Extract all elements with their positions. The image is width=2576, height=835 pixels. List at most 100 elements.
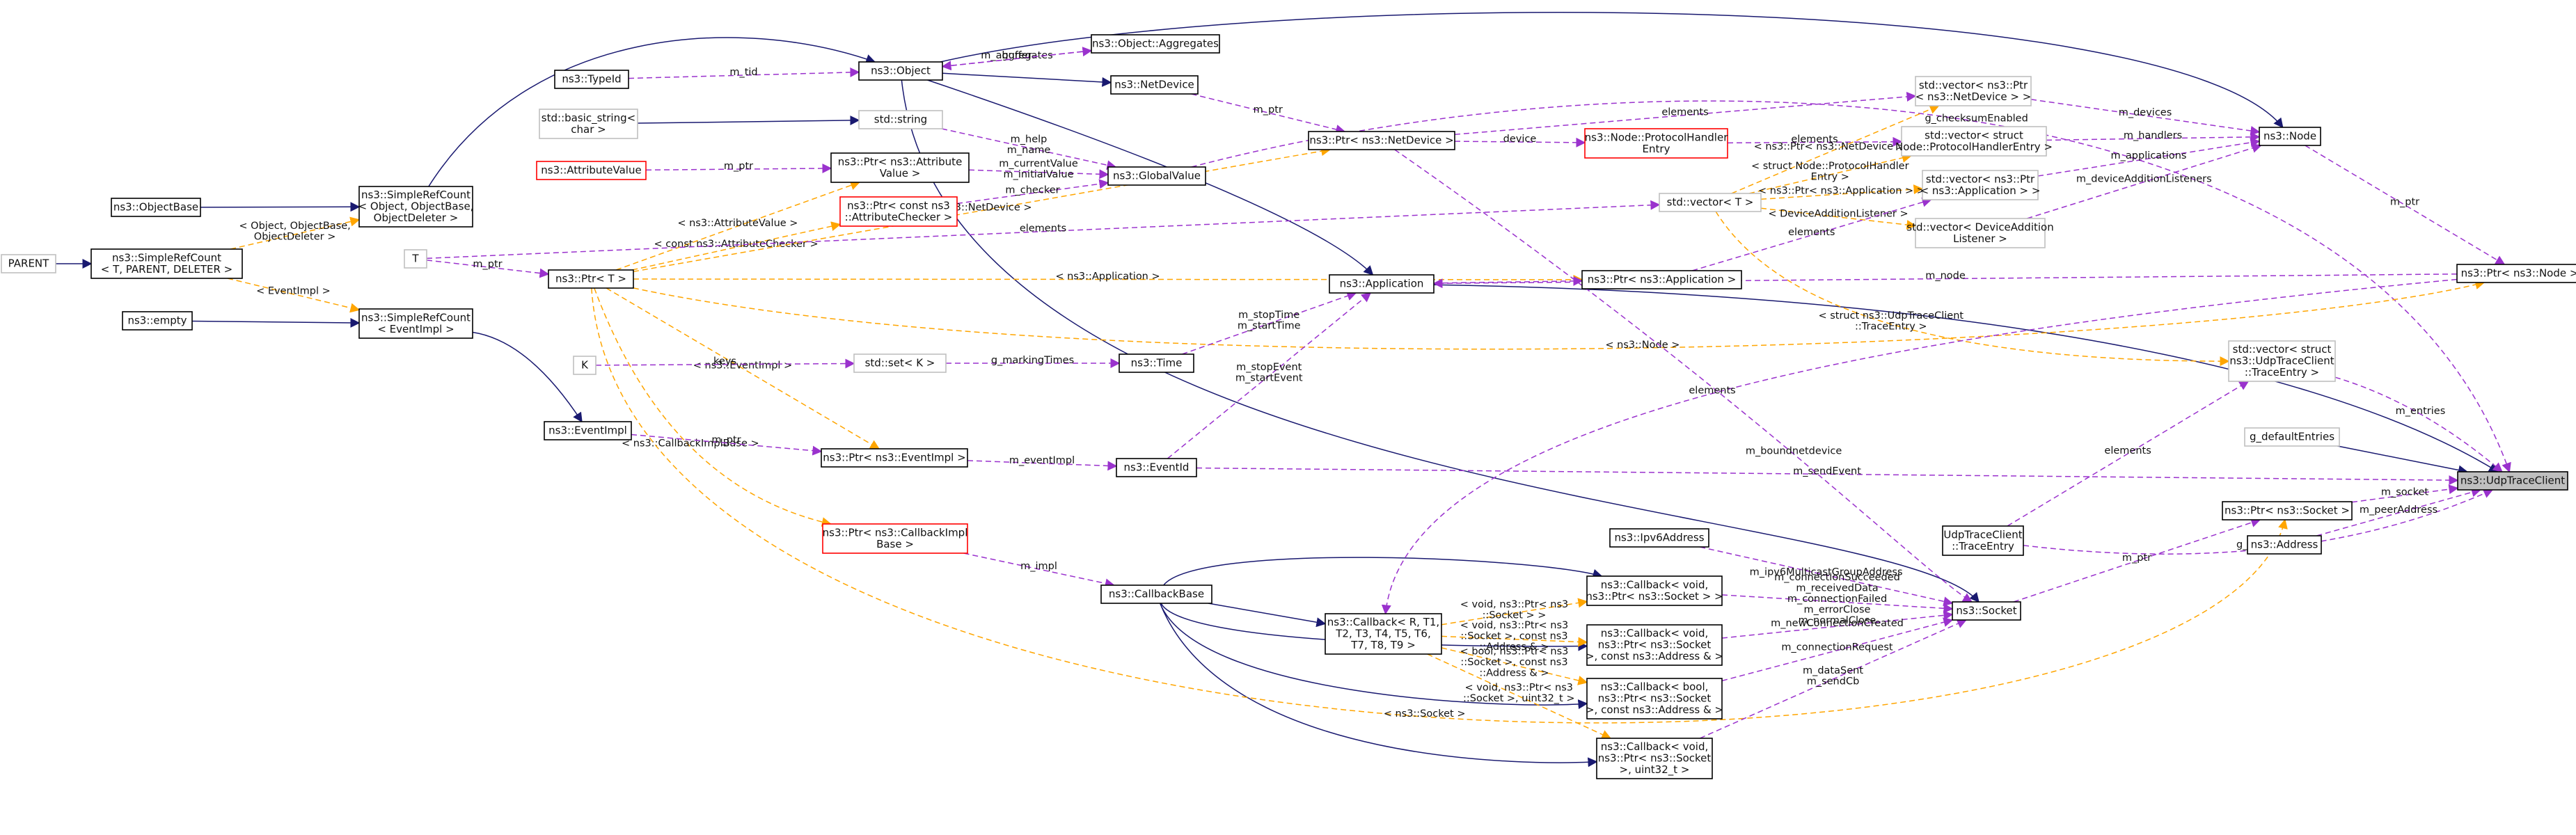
edge-label-line: ObjectDeleter > bbox=[254, 231, 336, 242]
class-node-aggr[interactable]: ns3::Object::Aggregates bbox=[1091, 34, 1220, 54]
node-label-line: PARENT bbox=[8, 257, 49, 270]
class-node-app[interactable]: ns3::Application bbox=[1329, 274, 1435, 294]
class-node-vecT[interactable]: std::vector< T > bbox=[1659, 193, 1762, 212]
edge-label-line: ::Socket >, uint32_t > bbox=[1463, 693, 1575, 704]
edge-label: < ns3::Socket > bbox=[1384, 708, 1466, 719]
class-node-parent[interactable]: PARENT bbox=[1, 254, 56, 273]
class-node-ptrAttrVal[interactable]: ns3::Ptr< ns3::AttributeValue > bbox=[830, 152, 970, 183]
class-node-bstr[interactable]: std::basic_string<char > bbox=[539, 109, 638, 139]
class-node-attrval[interactable]: ns3::AttributeValue bbox=[536, 161, 647, 180]
edge-label: m_sendEvent bbox=[1793, 466, 1861, 477]
edge-label-line: device bbox=[1503, 134, 1537, 145]
node-label-line: Node::ProtocolHandlerEntry > bbox=[1895, 141, 2053, 153]
class-node-cbVoidSockU32[interactable]: ns3::Callback< void,ns3::Ptr< ns3::Socke… bbox=[1596, 738, 1713, 779]
node-box bbox=[1329, 274, 1435, 294]
class-node-vecDevAdd[interactable]: std::vector< DeviceAdditionListener > bbox=[1906, 218, 2054, 248]
node-label-line: std::vector< struct bbox=[2233, 343, 2332, 356]
edge-label-line: < struct Node::ProtocolHandler bbox=[1751, 161, 1909, 172]
class-node-ptrCbImpl[interactable]: ns3::Ptr< ns3::CallbackImplBase > bbox=[822, 523, 968, 554]
edge-usage bbox=[1721, 617, 1954, 682]
class-node-node[interactable]: ns3::Node bbox=[2259, 127, 2321, 146]
edge-template bbox=[594, 287, 832, 527]
node-box bbox=[1901, 126, 2047, 157]
class-node-K[interactable]: K bbox=[573, 356, 596, 375]
edge-label-line: m_startTime bbox=[1238, 321, 1301, 332]
edge-label: m_ptr bbox=[2122, 552, 2151, 564]
class-node-ptrEvImpl[interactable]: ns3::Ptr< ns3::EventImpl > bbox=[821, 448, 968, 468]
node-label-line: std::set< K > bbox=[865, 357, 935, 369]
class-node-srcEv[interactable]: ns3::SimpleRefCount< EventImpl > bbox=[358, 308, 473, 339]
class-node-srcObj[interactable]: ns3::SimpleRefCount< Object, ObjectBase,… bbox=[358, 186, 474, 228]
class-node-ipv6[interactable]: ns3::Ipv6Address bbox=[1609, 528, 1709, 548]
class-node-cbTemplate[interactable]: ns3::Callback< R, T1,T2, T3, T4, T5, T6,… bbox=[1325, 613, 1442, 655]
class-node-ptrNode[interactable]: ns3::Ptr< ns3::Node > bbox=[2456, 264, 2576, 283]
edge-label-line: m_stopTime bbox=[1238, 310, 1299, 321]
class-node-vecProto[interactable]: std::vector< structNode::ProtocolHandler… bbox=[1895, 126, 2053, 157]
edge-label: m_peerAddress bbox=[2360, 504, 2437, 516]
class-node-cbBoolSockAddr[interactable]: ns3::Callback< bool,ns3::Ptr< ns3::Socke… bbox=[1586, 678, 1723, 719]
class-node-cbVoidSockAddr[interactable]: ns3::Callback< void,ns3::Ptr< ns3::Socke… bbox=[1586, 624, 1723, 666]
edge-label-line: < EventImpl > bbox=[256, 286, 331, 297]
class-node-cbbase[interactable]: ns3::CallbackBase bbox=[1100, 584, 1212, 604]
node-box bbox=[2244, 427, 2340, 447]
node-label-line: T2, T3, T4, T5, T6, bbox=[1335, 628, 1430, 640]
edge-label-line: < const ns3::AttributeChecker > bbox=[654, 239, 819, 250]
node-label-line: ns3::SimpleRefCount bbox=[112, 251, 221, 264]
node-label-line: ns3::GlobalValue bbox=[1113, 170, 1201, 182]
class-node-objbase[interactable]: ns3::ObjectBase bbox=[111, 198, 201, 217]
class-node-evimpl[interactable]: ns3::EventImpl bbox=[544, 421, 632, 440]
edge-inheritance bbox=[942, 72, 1112, 87]
edge-label-line: m_receivedData bbox=[1796, 582, 1878, 594]
edge-label-line: m_sendCb bbox=[1807, 676, 1860, 687]
node-box bbox=[822, 523, 968, 554]
class-node-time[interactable]: ns3::Time bbox=[1119, 353, 1194, 373]
node-label-line: ns3::Ptr< ns3::Node > bbox=[2461, 267, 2576, 280]
edge-label-line: m_aggregates bbox=[981, 50, 1052, 61]
class-node-traceEntry[interactable]: UdpTraceClient::TraceEntry bbox=[1942, 525, 2024, 556]
edge-label-line: m_ptr bbox=[2122, 552, 2151, 564]
class-node-vecPtrNetDev[interactable]: std::vector< ns3::Ptr< ns3::NetDevice > … bbox=[1915, 76, 2032, 106]
class-node-eventid[interactable]: ns3::EventId bbox=[1116, 458, 1197, 477]
edge-usage bbox=[426, 200, 1661, 260]
node-label-line: < T, PARENT, DELETER > bbox=[101, 263, 232, 276]
class-node-udp[interactable]: ns3::UdpTraceClient bbox=[2457, 471, 2568, 491]
class-node-defEntries[interactable]: g_defaultEntries bbox=[2244, 427, 2340, 447]
class-node-protoHandler[interactable]: ns3::Node::ProtocolHandlerEntry bbox=[1584, 128, 1729, 159]
edge-usage bbox=[941, 128, 1117, 170]
edge-template bbox=[230, 216, 361, 250]
edge-label: < ns3::EventImpl > bbox=[693, 360, 792, 371]
edge-label: elements bbox=[1788, 227, 1835, 238]
edge-label-line: < ns3::EventImpl > bbox=[693, 360, 792, 371]
class-node-address[interactable]: ns3::Address bbox=[2247, 535, 2322, 555]
class-node-empty[interactable]: ns3::empty bbox=[122, 311, 193, 331]
edge-label: buffer bbox=[1002, 50, 1032, 61]
class-node-vecTrace[interactable]: std::vector< structns3::UdpTraceClient::… bbox=[2228, 340, 2336, 382]
edge-label-line: m_socket bbox=[2381, 486, 2429, 498]
edge-label-line: ::Socket > > bbox=[1483, 610, 1547, 621]
class-node-socket[interactable]: ns3::Socket bbox=[1952, 601, 2021, 621]
class-node-srcBase[interactable]: ns3::SimpleRefCount< T, PARENT, DELETER … bbox=[90, 248, 243, 279]
class-node-ptrApp[interactable]: ns3::Ptr< ns3::Application > bbox=[1581, 270, 1742, 289]
class-node-globalval[interactable]: ns3::GlobalValue bbox=[1107, 166, 1206, 186]
class-node-cbVoidSock[interactable]: ns3::Callback< void,ns3::Ptr< ns3::Socke… bbox=[1586, 575, 1723, 606]
class-node-ptrAttrChk[interactable]: ns3::Ptr< const ns3::AttributeChecker > bbox=[839, 196, 958, 227]
class-node-netdev[interactable]: ns3::NetDevice bbox=[1110, 75, 1199, 95]
node-box bbox=[2247, 535, 2322, 555]
class-node-string[interactable]: std::string bbox=[858, 110, 943, 129]
edge-inheritance bbox=[901, 79, 1980, 603]
class-node-ptrNetDev[interactable]: ns3::Ptr< ns3::NetDevice > bbox=[1308, 131, 1455, 150]
node-label-line: T7, T8, T9 > bbox=[1350, 639, 1416, 651]
node-box bbox=[1107, 166, 1206, 186]
edge-template bbox=[606, 287, 880, 450]
class-node-setK[interactable]: std::set< K > bbox=[853, 353, 947, 373]
edge-template bbox=[1748, 153, 1912, 194]
class-node-ptrT[interactable]: ns3::Ptr< T > bbox=[548, 269, 634, 289]
edge-inheritance bbox=[472, 331, 583, 423]
class-node-ptrSocket[interactable]: ns3::Ptr< ns3::Socket > bbox=[2222, 501, 2353, 520]
class-node-vecPtrApp[interactable]: std::vector< ns3::Ptr< ns3::Application … bbox=[1920, 170, 2041, 200]
class-node-T[interactable]: T bbox=[404, 249, 427, 269]
class-node-object[interactable]: ns3::Object bbox=[858, 61, 943, 81]
edge-label-line: elements bbox=[1020, 223, 1066, 234]
class-node-typeid[interactable]: ns3::TypeId bbox=[554, 70, 629, 89]
